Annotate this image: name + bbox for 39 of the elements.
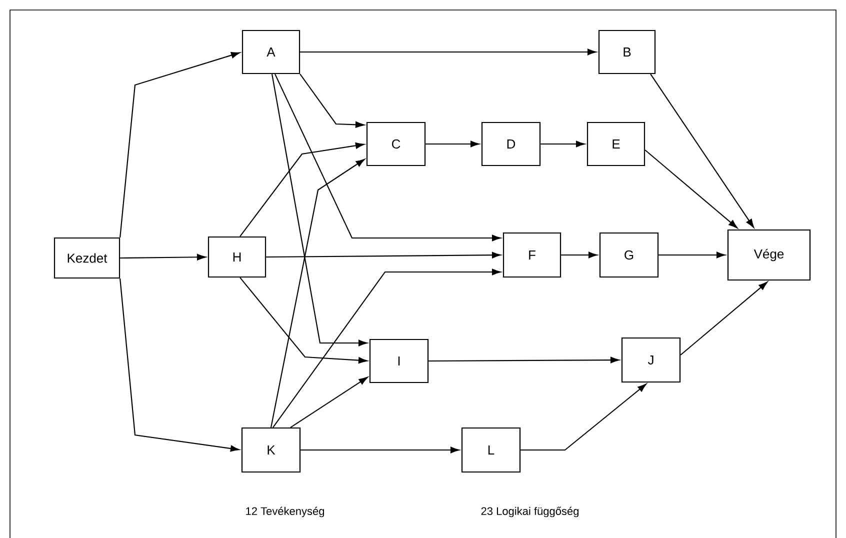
arrow [540, 140, 585, 148]
activity-box: Vége [727, 229, 811, 281]
arrow [240, 142, 364, 237]
activity-box: D [481, 122, 541, 166]
arrow [680, 282, 768, 356]
arrow [266, 252, 501, 258]
activity-box: E [586, 122, 646, 166]
activity-box: I [369, 338, 429, 384]
arrow [290, 376, 368, 428]
arrow [300, 48, 596, 56]
arrow [426, 140, 480, 148]
arrow [274, 74, 501, 242]
activity-box: B [598, 30, 656, 74]
arrow [120, 254, 206, 260]
arrow [650, 74, 754, 228]
arrow [300, 74, 364, 128]
activity-box: A [242, 30, 300, 74]
arrow [658, 252, 726, 258]
arrow [561, 252, 598, 258]
arrow [428, 356, 620, 364]
arrow [272, 268, 501, 428]
arrow [240, 277, 368, 364]
activity-box: C [366, 122, 426, 166]
activity-box: Kezdet [54, 237, 120, 279]
activity-box: G [599, 232, 659, 278]
activity-box: H [208, 236, 266, 278]
caption-text: 12 Tevékenység [246, 506, 324, 518]
arrow [270, 158, 365, 428]
arrow [300, 446, 460, 454]
arrow [520, 384, 646, 451]
activity-box: L [461, 427, 521, 473]
arrow [271, 74, 368, 346]
arrow [120, 278, 240, 452]
activity-box: K [241, 427, 301, 473]
arrow [644, 150, 738, 228]
caption-text: 23 Logikai függőség [481, 506, 578, 518]
activity-box: F [502, 232, 562, 278]
arrow [120, 52, 240, 238]
activity-box: J [621, 337, 681, 383]
